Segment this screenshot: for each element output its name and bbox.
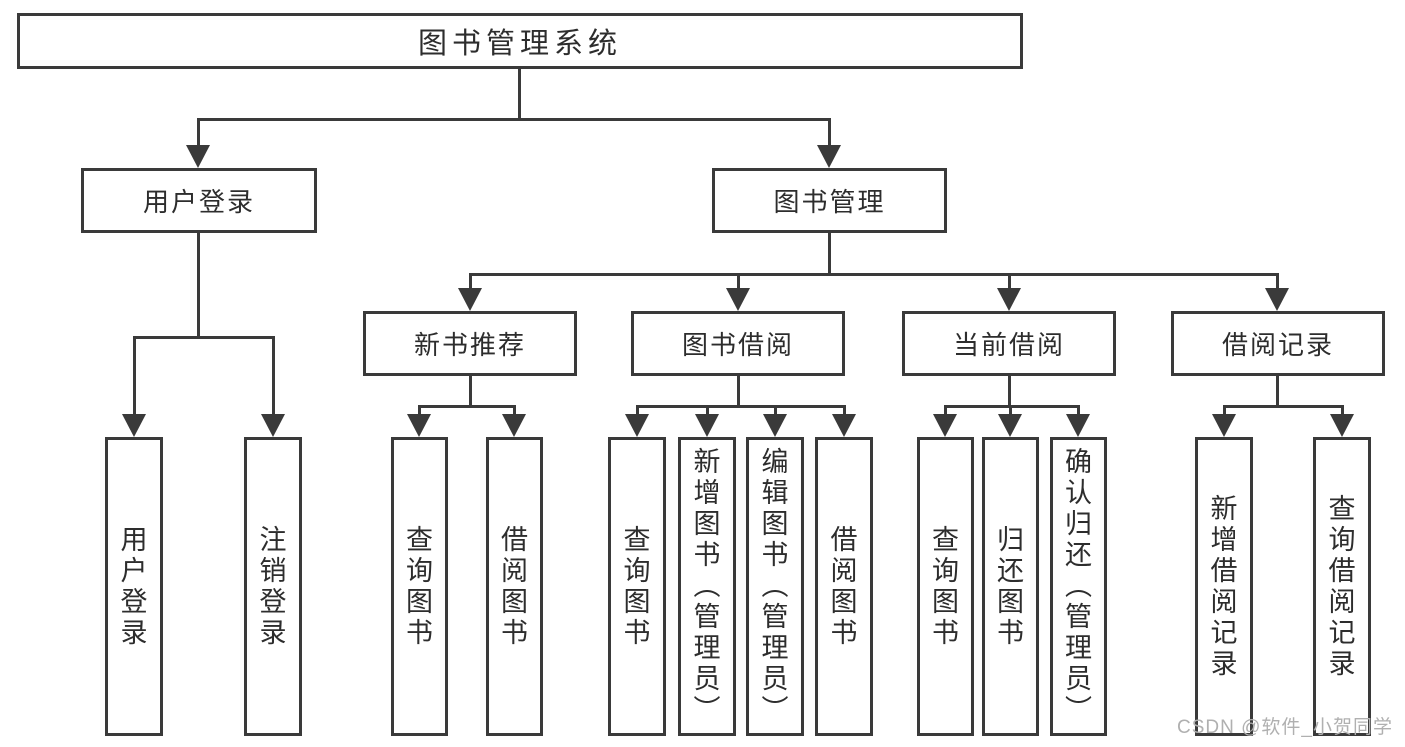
arrow-down-icon — [122, 414, 146, 437]
node-book-borrow: 图书借阅 — [631, 311, 845, 376]
arrow-down-icon — [726, 288, 750, 311]
node-book-management: 图书管理 — [712, 168, 947, 233]
leaf-add-books-admin: 新增图书︵管理员︶ — [678, 437, 736, 736]
connector-vertical — [774, 405, 777, 417]
node-user-login-label: 用户登录 — [142, 187, 255, 217]
arrow-down-icon — [1066, 414, 1090, 437]
connector-vertical — [418, 405, 421, 417]
node-current-borrow-label: 当前借阅 — [952, 330, 1065, 360]
node-new-book-recommend-label: 新书推荐 — [413, 330, 526, 360]
leaf-query-books: 查询图书 — [391, 437, 448, 736]
arrow-down-icon — [695, 414, 719, 437]
arrow-down-icon — [1265, 288, 1289, 311]
connector-vertical — [1223, 405, 1226, 417]
arrow-down-icon — [832, 414, 856, 437]
leaf-user-login: 用户登录 — [105, 437, 163, 736]
leaf-query-books-label: 查询图书 — [406, 524, 433, 648]
connector-vertical — [828, 232, 831, 273]
arrow-down-icon — [1212, 414, 1236, 437]
node-borrow-records-label: 借阅记录 — [1221, 330, 1334, 360]
connector-vertical — [737, 273, 740, 291]
node-new-book-recommend: 新书推荐 — [363, 311, 577, 376]
node-book-management-label: 图书管理 — [773, 187, 886, 217]
leaf-return-books: 归还图书 — [982, 437, 1039, 736]
arrow-down-icon — [763, 414, 787, 437]
connector-vertical — [1009, 405, 1012, 417]
connector-vertical — [737, 375, 740, 405]
connector-vertical — [944, 405, 947, 417]
arrow-down-icon — [261, 414, 285, 437]
leaf-edit-books-admin-label: 编辑图书︵管理员︶ — [761, 447, 789, 725]
connector-horizontal — [197, 118, 831, 121]
csdn-watermark: CSDN @软件_小贺同学 — [1177, 717, 1393, 738]
connector-vertical — [706, 405, 709, 417]
arrow-down-icon — [817, 145, 841, 168]
leaf-add-borrow-record: 新增借阅记录 — [1195, 437, 1253, 736]
leaf-query-borrow-record-label: 查询借阅记录 — [1328, 493, 1356, 679]
leaf-query-books: 查询图书 — [917, 437, 974, 736]
leaf-edit-books-admin: 编辑图书︵管理员︶ — [746, 437, 804, 736]
arrow-down-icon — [407, 414, 431, 437]
node-book-borrow-label: 图书借阅 — [681, 330, 794, 360]
leaf-return-books-label: 归还图书 — [997, 524, 1024, 648]
leaf-confirm-return-admin-label: 确认归还︵管理员︶ — [1065, 447, 1092, 725]
arrow-down-icon — [502, 414, 526, 437]
leaf-user-login-label: 用户登录 — [120, 524, 148, 648]
connector-vertical — [636, 405, 639, 417]
connector-vertical — [1008, 375, 1011, 405]
leaf-borrow-books-label: 借阅图书 — [830, 524, 858, 648]
leaf-borrow-books-label: 借阅图书 — [501, 524, 528, 648]
leaf-confirm-return-admin: 确认归还︵管理员︶ — [1050, 437, 1107, 736]
node-user-login: 用户登录 — [81, 168, 317, 233]
connector-vertical — [197, 118, 200, 148]
connector-vertical — [1276, 375, 1279, 405]
connector-horizontal — [636, 405, 846, 408]
connector-horizontal — [418, 405, 516, 408]
connector-vertical — [1341, 405, 1344, 417]
connector-vertical — [828, 118, 831, 148]
node-root-system: 图书管理系统 — [17, 13, 1023, 69]
node-borrow-records: 借阅记录 — [1171, 311, 1385, 376]
connector-vertical — [469, 375, 472, 405]
connector-horizontal — [1223, 405, 1344, 408]
arrow-down-icon — [998, 414, 1022, 437]
arrow-down-icon — [997, 288, 1021, 311]
arrow-down-icon — [1330, 414, 1354, 437]
connector-vertical — [1276, 273, 1279, 291]
leaf-borrow-books: 借阅图书 — [815, 437, 873, 736]
connector-vertical — [1077, 405, 1080, 417]
connector-vertical — [518, 68, 521, 118]
arrow-down-icon — [933, 414, 957, 437]
connector-horizontal — [133, 336, 275, 339]
leaf-add-books-admin-label: 新增图书︵管理员︶ — [693, 447, 721, 725]
arrow-down-icon — [186, 145, 210, 168]
connector-vertical — [197, 232, 200, 336]
connector-vertical — [272, 336, 275, 416]
connector-vertical — [133, 336, 136, 416]
connector-vertical — [513, 405, 516, 417]
arrow-down-icon — [458, 288, 482, 311]
leaf-query-borrow-record: 查询借阅记录 — [1313, 437, 1371, 736]
leaf-add-borrow-record-label: 新增借阅记录 — [1210, 493, 1238, 679]
connector-horizontal — [944, 405, 1080, 408]
node-root-label: 图书管理系统 — [417, 28, 622, 60]
leaf-query-books-label: 查询图书 — [623, 524, 651, 648]
leaf-logout-label: 注销登录 — [259, 524, 287, 648]
connector-vertical — [1008, 273, 1011, 291]
arrow-down-icon — [625, 414, 649, 437]
connector-horizontal — [469, 273, 1279, 276]
node-current-borrow: 当前借阅 — [902, 311, 1116, 376]
leaf-query-books-label: 查询图书 — [932, 524, 959, 648]
leaf-borrow-books: 借阅图书 — [486, 437, 543, 736]
connector-vertical — [843, 405, 846, 417]
leaf-query-books: 查询图书 — [608, 437, 666, 736]
leaf-logout: 注销登录 — [244, 437, 302, 736]
connector-vertical — [469, 273, 472, 291]
